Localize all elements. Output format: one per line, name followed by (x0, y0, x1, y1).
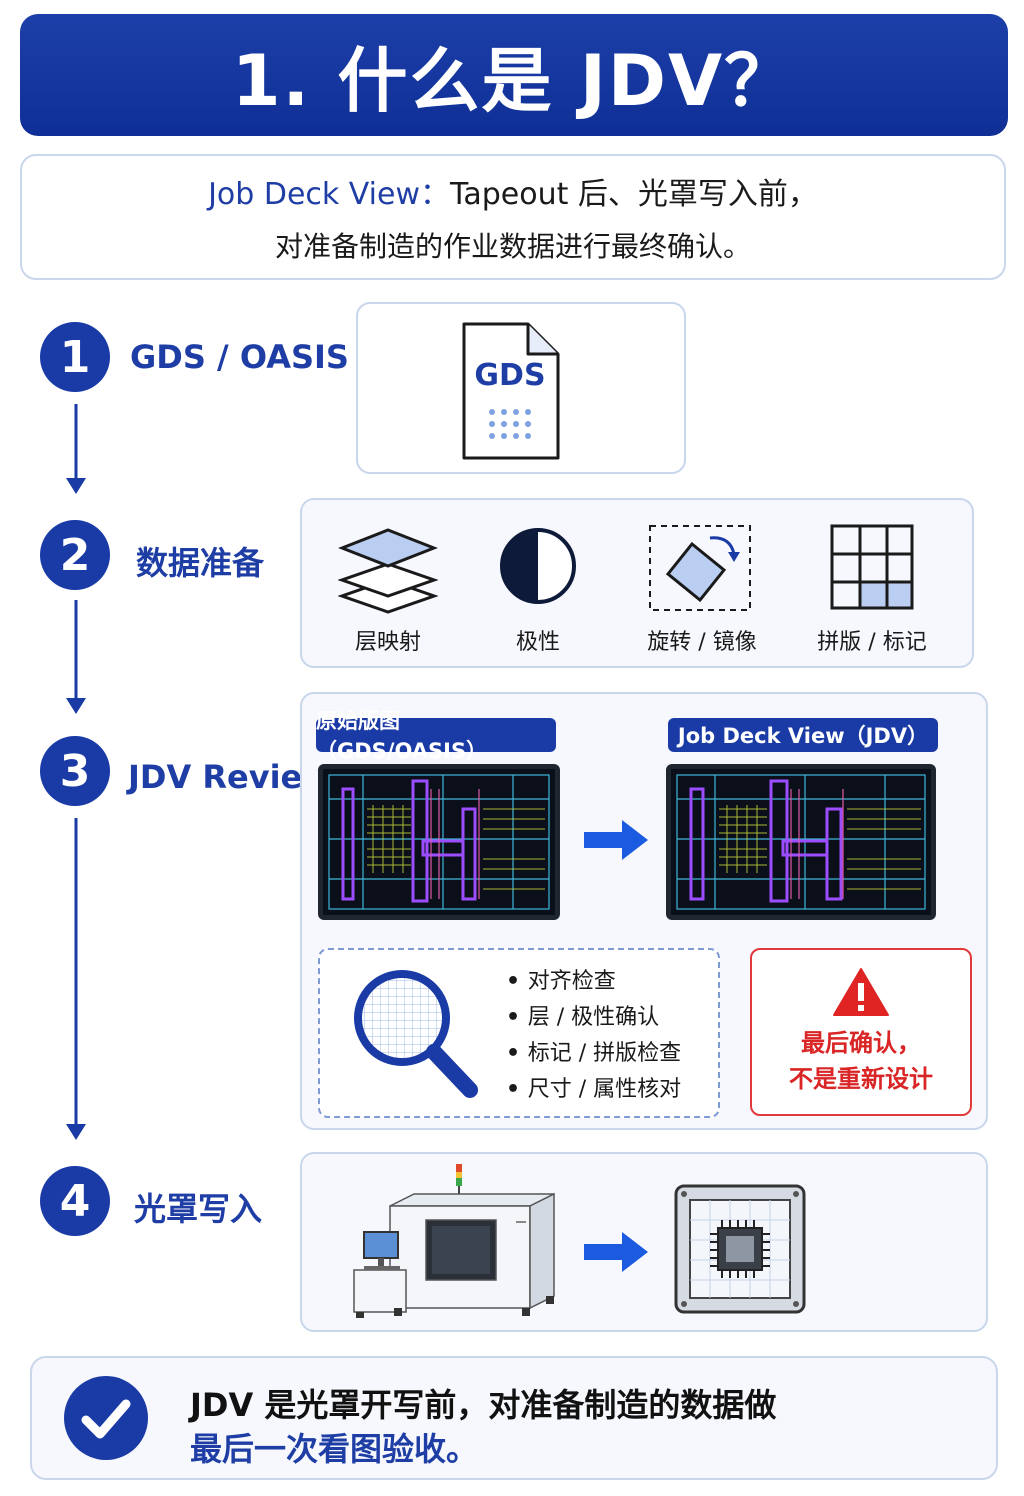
step-1-circle: 1 (40, 322, 110, 392)
step-2-panel: 层映射 极性 旋转 / 镜像 拼版 / 标记 (300, 498, 974, 668)
photomask-chip-icon (674, 1184, 806, 1314)
tool-label-rotate-mirror: 旋转 / 镜像 (647, 630, 757, 655)
mask-writer-machine-icon (353, 1164, 555, 1318)
jdv-layout-screen (666, 764, 936, 920)
write-arrow (584, 1232, 648, 1272)
summary-line-1: JDV 是光罩开写前，对准备制造的数据做 (190, 1386, 777, 1424)
definition-line-1-rest: Tapeout 后、光罩写入前， (450, 177, 818, 212)
step-3-panel: 原始版图（GDS/OASIS） Job Deck View（JDV） (300, 692, 988, 1130)
rotate-icon (649, 525, 751, 611)
warning-box: 最后确认， 不是重新设计 (750, 948, 972, 1116)
original-layout-tag: 原始版图（GDS/OASIS） (316, 709, 556, 763)
step-2-circle: 2 (40, 520, 110, 590)
tool-label-layer-map: 层映射 (354, 630, 421, 655)
layers-icon (338, 528, 438, 614)
polarity-icon (500, 528, 576, 604)
page-title: 1. 什么是 JDV？ (231, 39, 797, 122)
step-2-label: 数据准备 (136, 544, 265, 582)
gds-file-icon (462, 322, 560, 460)
summary-line-2: 最后一次看图验收。 (190, 1430, 479, 1468)
step-3-label: JDV Review (128, 758, 332, 796)
definition-term: Job Deck View： (208, 177, 450, 212)
flow-arrow-2-3 (66, 600, 86, 714)
step-3-circle: 3 (40, 736, 110, 806)
magnifier-icon (354, 970, 478, 1098)
original-layout-screen (318, 764, 560, 920)
tool-label-polarity: 极性 (515, 630, 560, 655)
review-checklist-box: 对齐检查 层 / 极性确认 标记 / 拼版检查 尺寸 / 属性核对 (318, 948, 720, 1118)
gds-file-text: GDS (474, 358, 546, 393)
title-banner: 1. 什么是 JDV？ (20, 14, 1008, 136)
check-item-marks-tiling: 标记 / 拼版检查 (506, 1036, 681, 1072)
summary-box: JDV 是光罩开写前，对准备制造的数据做 最后一次看图验收。 (30, 1356, 998, 1480)
definition-line-2: 对准备制造的作业数据进行最终确认。 (274, 230, 751, 263)
step-1-panel: GDS (356, 302, 686, 474)
step-4-circle: 4 (40, 1166, 110, 1236)
jdv-layout-pattern (671, 769, 931, 915)
flow-arrow-3-4 (66, 818, 86, 1140)
tool-label-tiling-marks: 拼版 / 标记 (817, 630, 927, 655)
check-list: 对齐检查 层 / 极性确认 标记 / 拼版检查 尺寸 / 属性核对 (506, 964, 681, 1108)
step-4-label: 光罩写入 (134, 1190, 263, 1228)
step-4-panel (300, 1152, 988, 1332)
review-arrow (584, 820, 648, 860)
original-layout-pattern (323, 769, 555, 915)
grid-icon (830, 524, 914, 610)
warning-line-2: 不是重新设计 (789, 1065, 933, 1093)
jdv-tag: Job Deck View（JDV） (668, 718, 938, 752)
check-circle-icon (64, 1376, 148, 1460)
warning-line-1: 最后确认， (801, 1029, 921, 1057)
definition-box: Job Deck View：Tapeout 后、光罩写入前， 对准备制造的作业数… (20, 154, 1006, 280)
flow-arrow-1-2 (66, 404, 86, 494)
check-item-alignment: 对齐检查 (506, 964, 681, 1000)
definition-line-1: Job Deck View：Tapeout 后、光罩写入前， (208, 169, 818, 213)
check-item-size-attributes: 尺寸 / 属性核对 (506, 1072, 681, 1108)
check-item-layer-polarity: 层 / 极性确认 (506, 1000, 681, 1036)
step-1-label: GDS / OASIS (130, 338, 349, 376)
warning-icon (833, 968, 889, 1016)
